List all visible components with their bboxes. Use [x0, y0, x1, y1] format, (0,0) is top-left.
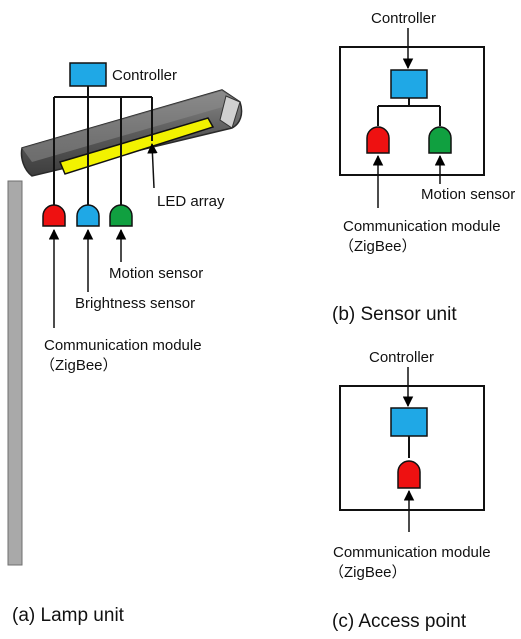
sensor-controller-box	[390, 69, 428, 99]
lamp-pole	[7, 180, 23, 566]
sensor-wiring	[377, 98, 441, 126]
lamp-controller-label: Controller	[112, 67, 177, 84]
lamp-comm-module-label-line1: Communication module	[44, 337, 202, 354]
ap-comm-module-label-line1: Communication module	[333, 544, 491, 561]
lamp-unit-diagram: Controller LED array Motion sensor Brigh…	[7, 62, 243, 626]
sensor-comm-module-label-line1: Communication module	[343, 218, 501, 235]
led-array-pointer	[147, 142, 158, 189]
ap-comm-module	[397, 460, 421, 489]
access-point-caption: (c) Access point	[332, 611, 467, 632]
led-array	[58, 117, 215, 175]
led-array-label: LED array	[157, 193, 225, 210]
lamp-comm-module-label-line2: （ZigBee）	[40, 357, 118, 374]
lamp-motion-sensor	[109, 204, 133, 227]
ap-controller-box	[390, 407, 428, 437]
access-point-diagram: Controller Communication module （ZigBee）…	[329, 349, 491, 632]
sensor-motion-sensor-label: Motion sensor	[421, 186, 515, 203]
sensor-controller-label: Controller	[371, 10, 436, 27]
lamp-motion-sensor-label: Motion sensor	[109, 265, 203, 282]
ap-controller-label: Controller	[369, 349, 434, 366]
sensor-comm-module-label-line2: （ZigBee）	[339, 238, 417, 255]
sensor-unit-caption: (b) Sensor unit	[332, 304, 457, 325]
lamp-wiring	[53, 86, 153, 207]
lamp-unit-caption: (a) Lamp unit	[12, 605, 125, 626]
lamp-head	[20, 89, 243, 177]
brightness-sensor-label: Brightness sensor	[75, 295, 195, 312]
access-point-enclosure	[339, 385, 485, 511]
sensor-comm-module	[366, 126, 390, 154]
sensor-unit-enclosure	[339, 46, 485, 176]
sensor-unit-diagram: Controller Motion sensor Communication m…	[332, 10, 515, 325]
ap-comm-module-label-line2: （ZigBee）	[329, 564, 407, 581]
lamp-brightness-sensor	[76, 204, 100, 227]
sensor-motion-sensor	[428, 126, 452, 154]
lamp-comm-module	[42, 204, 66, 227]
lamp-controller-box	[69, 62, 107, 87]
